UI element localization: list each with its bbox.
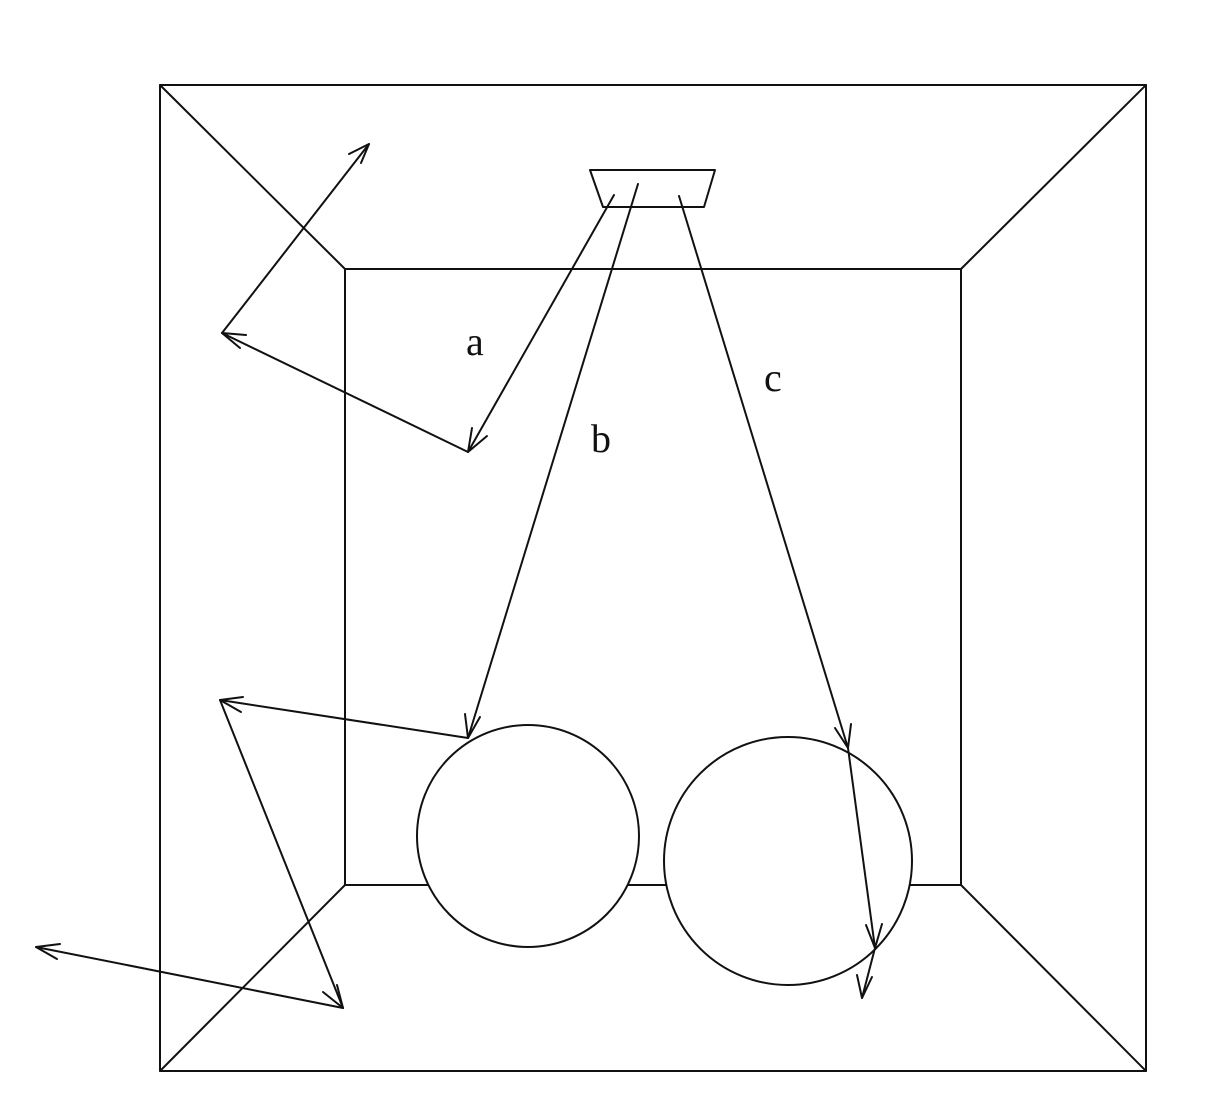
ray-c-segment-1 (678, 195, 849, 749)
ray-a-segment-2 (221, 332, 469, 453)
ray-b-segment-3 (219, 699, 344, 1009)
ray-c-segment-3 (861, 947, 876, 999)
ray-c-arrowhead-1 (834, 723, 852, 749)
ray-b-arrowhead-4 (35, 943, 61, 960)
ray-a-arrowhead-2 (221, 332, 247, 349)
corner-edge-bottom-right (960, 884, 1147, 1072)
ray-label-c: c (764, 355, 782, 400)
sphere-left (416, 724, 640, 948)
ray-b (35, 183, 639, 1009)
ray-b-segment-2 (219, 699, 469, 739)
ray-a (221, 143, 615, 453)
ray-c (678, 195, 883, 999)
ray-label-a: a (466, 319, 484, 364)
corner-edge-top-right (960, 84, 1147, 270)
ray-label-b: b (591, 416, 611, 461)
corner-edge-bottom-left (159, 884, 346, 1072)
ray-a-segment-1 (467, 194, 615, 453)
ray-c-segment-2 (847, 747, 876, 949)
ray-b-segment-1 (467, 183, 639, 739)
ray-c-arrowhead-3 (856, 974, 873, 999)
ray-b-segment-4 (35, 946, 344, 1009)
room-back-wall (344, 268, 962, 886)
ray-a-segment-3 (221, 143, 370, 334)
sphere-right (663, 736, 913, 986)
ray-a-arrowhead-1 (467, 427, 488, 453)
room-outer-frame (159, 84, 1147, 1072)
corner-edge-top-left (159, 84, 346, 270)
ray-a-arrowhead-3 (348, 143, 370, 164)
ceiling-light (589, 169, 716, 208)
